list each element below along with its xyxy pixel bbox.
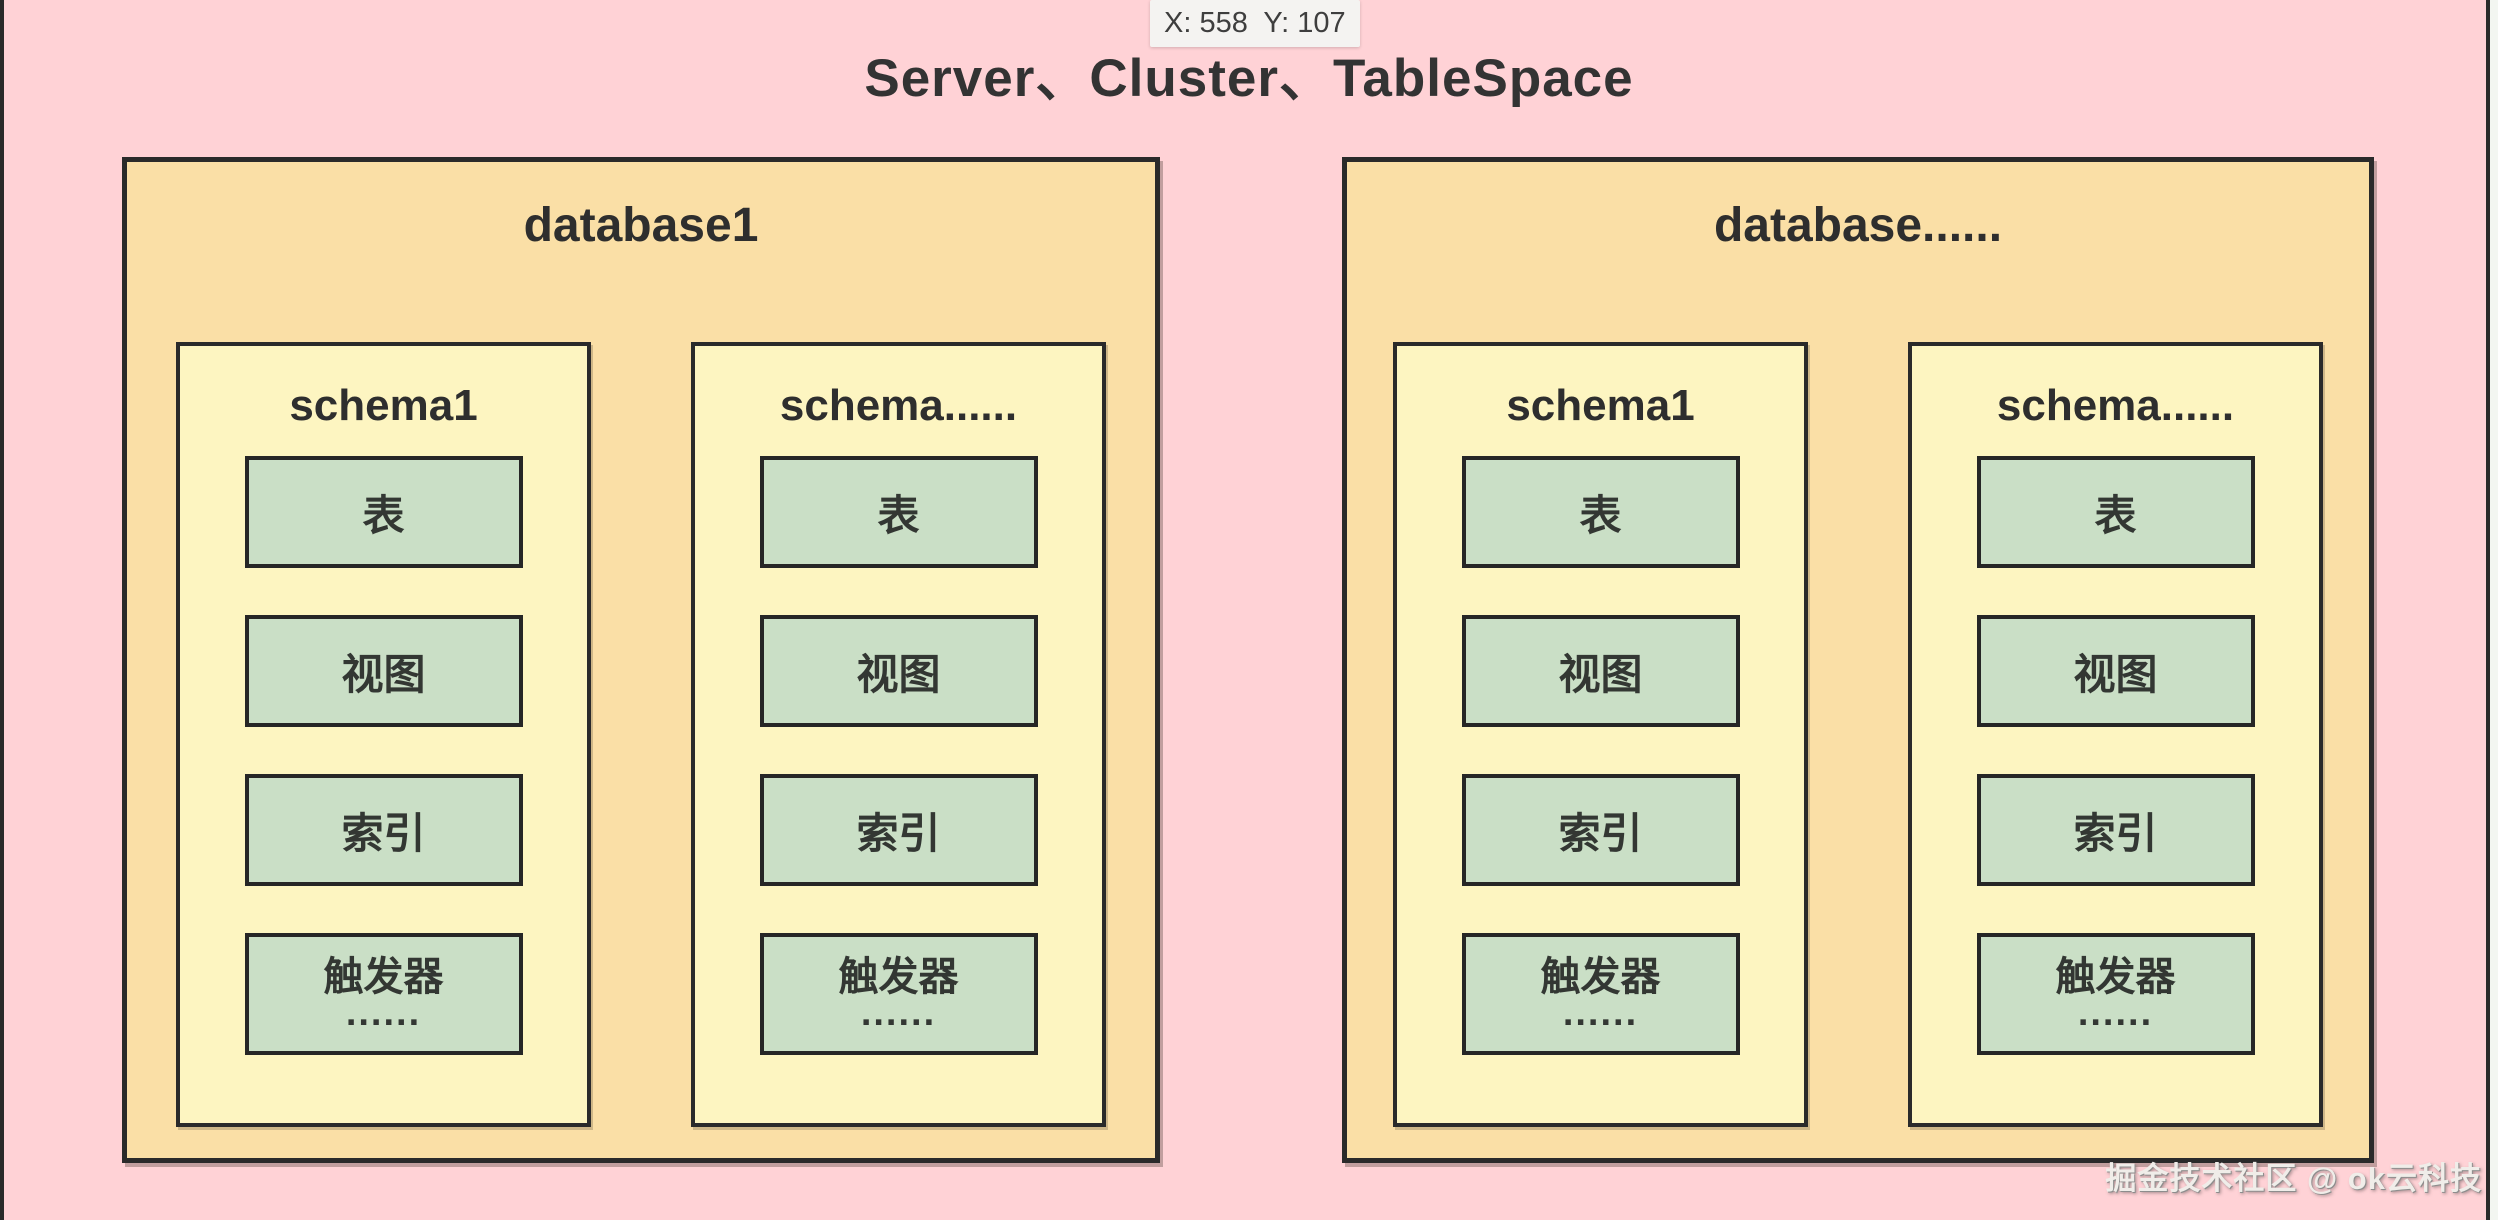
trigger-box: 触发器 ...... [1461, 933, 1740, 1056]
schema-title: schema1 [289, 381, 478, 430]
database1-box: database1 schema1 表 视图 索引 触发器 ...... sch… [122, 157, 1160, 1163]
database-title: database1 [523, 199, 759, 252]
trigger-ellipsis: ...... [2077, 991, 2154, 1034]
schema-box-schema1: schema1 表 视图 索引 触发器 ...... [176, 342, 591, 1127]
index-box: 索引 [1461, 774, 1740, 887]
schema-title: schema...... [1996, 381, 2235, 430]
index-box: 索引 [244, 774, 523, 887]
table-box: 表 [244, 456, 523, 569]
view-box: 视图 [759, 615, 1038, 728]
schema-box-schema-more: schema...... 表 视图 索引 触发器 ...... [1908, 342, 2323, 1127]
view-box: 视图 [1461, 615, 1740, 728]
trigger-box: 触发器 ...... [759, 933, 1038, 1056]
schema-title: schema1 [1506, 381, 1695, 430]
page-title: Server、Cluster、TableSpace [864, 49, 1634, 108]
index-box: 索引 [759, 774, 1038, 887]
schema-box-schema-more: schema...... 表 视图 索引 触发器 ...... [691, 342, 1106, 1127]
schema-box-schema1: schema1 表 视图 索引 触发器 ...... [1393, 342, 1808, 1127]
trigger-label: 触发器 [323, 954, 444, 999]
table-box: 表 [759, 456, 1038, 569]
trigger-label: 触发器 [2055, 954, 2176, 999]
right-edge-line [2486, 0, 2490, 1220]
trigger-label: 触发器 [838, 954, 959, 999]
cursor-coordinates-tooltip: X: 558 Y: 107 [1150, 0, 1360, 47]
schemas-row: schema1 表 视图 索引 触发器 ...... schema...... … [127, 342, 1155, 1127]
view-box: 视图 [1976, 615, 2255, 728]
watermark: 掘金技术社区 @ ok云科技 [2105, 1161, 2482, 1196]
database-title: database...... [1713, 199, 2003, 252]
trigger-ellipsis: ...... [860, 991, 937, 1034]
index-box: 索引 [1976, 774, 2255, 887]
trigger-ellipsis: ...... [345, 991, 422, 1034]
table-box: 表 [1976, 456, 2255, 569]
trigger-ellipsis: ...... [1562, 991, 1639, 1034]
database-more-box: database...... schema1 表 视图 索引 触发器 .....… [1342, 157, 2374, 1163]
table-box: 表 [1461, 456, 1740, 569]
schema-title: schema...... [779, 381, 1018, 430]
left-edge-line [0, 0, 4, 1220]
schemas-row: schema1 表 视图 索引 触发器 ...... schema...... … [1347, 342, 2369, 1127]
trigger-box: 触发器 ...... [1976, 933, 2255, 1056]
trigger-box: 触发器 ...... [244, 933, 523, 1056]
right-edge-strip [2490, 0, 2498, 1220]
trigger-label: 触发器 [1540, 954, 1661, 999]
view-box: 视图 [244, 615, 523, 728]
